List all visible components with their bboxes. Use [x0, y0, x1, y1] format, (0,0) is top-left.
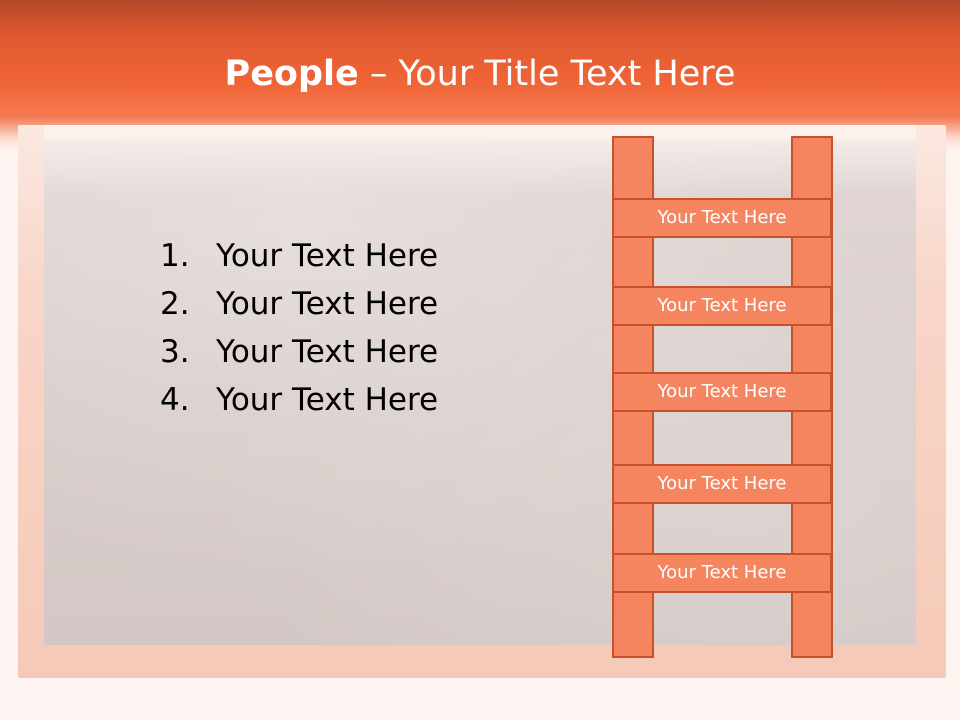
- list-number: 1.: [160, 238, 190, 274]
- ladder-rung: Your Text Here: [612, 198, 832, 238]
- title-rest: – Your Title Text Here: [358, 54, 736, 94]
- list-item: 1. Your Text Here: [160, 232, 438, 280]
- list-item: 2. Your Text Here: [160, 280, 438, 328]
- list-item: 4. Your Text Here: [160, 376, 438, 424]
- list-text: Your Text Here: [216, 286, 439, 322]
- ladder-rung: Your Text Here: [612, 464, 832, 504]
- list-text: Your Text Here: [216, 238, 439, 274]
- ladder-rung: Your Text Here: [612, 553, 832, 593]
- list-item: 3. Your Text Here: [160, 328, 438, 376]
- chalkboard-top-fade: [44, 125, 916, 195]
- ladder-rung: Your Text Here: [612, 372, 832, 412]
- title-bold: People: [224, 54, 359, 94]
- list-number: 4.: [160, 382, 190, 418]
- ladder-rung: Your Text Here: [612, 286, 832, 326]
- list-number: 3.: [160, 334, 190, 370]
- list-number: 2.: [160, 286, 190, 322]
- slide-title: People – Your Title Text Here: [0, 52, 960, 96]
- list-text: Your Text Here: [216, 334, 439, 370]
- numbered-list: 1. Your Text Here 2. Your Text Here 3. Your…: [160, 232, 438, 424]
- list-text: Your Text Here: [216, 382, 439, 418]
